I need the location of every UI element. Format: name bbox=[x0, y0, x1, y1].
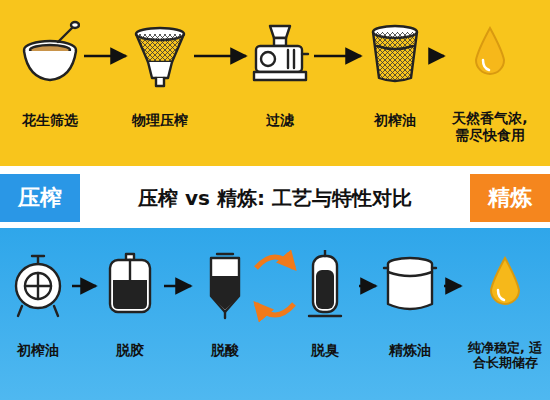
process-step: 初榨油 bbox=[364, 20, 426, 130]
step-label: 初榨油 bbox=[7, 342, 69, 360]
drop-icon bbox=[475, 250, 535, 322]
icon-part bbox=[32, 256, 44, 264]
bowl-icon bbox=[20, 20, 80, 92]
result-node: 天然香气浓, 需尽快食用 bbox=[447, 20, 533, 144]
step-label: 精炼油 bbox=[379, 342, 441, 360]
tag-text: 精炼 bbox=[488, 183, 532, 213]
column-icon bbox=[195, 250, 255, 322]
icon-part bbox=[224, 312, 226, 318]
icon-part bbox=[491, 258, 519, 304]
property-note: 纯净稳定, 适合长期储存 bbox=[464, 340, 546, 370]
icon-part bbox=[483, 60, 489, 70]
icon-part bbox=[476, 28, 504, 74]
cycle-arrow bbox=[256, 257, 294, 268]
icon-part bbox=[377, 46, 413, 49]
process-step: 脱臭 bbox=[294, 250, 356, 360]
result-node: 纯净稳定, 适合长期储存 bbox=[464, 250, 546, 370]
icon-part bbox=[384, 267, 436, 269]
icon-part bbox=[136, 34, 184, 62]
process-step: 脱胶 bbox=[99, 250, 161, 360]
step-label: 花生筛选 bbox=[19, 112, 81, 130]
tower-icon bbox=[295, 250, 355, 322]
flow-arrow bbox=[72, 285, 96, 288]
flow-arrow bbox=[164, 285, 191, 288]
step-label: 脱臭 bbox=[294, 342, 356, 360]
step-label: 脱胶 bbox=[99, 342, 161, 360]
icon-part bbox=[24, 51, 76, 80]
cup-icon bbox=[365, 20, 425, 92]
sieve-icon bbox=[130, 20, 190, 92]
icon-part bbox=[25, 273, 51, 299]
icon-part bbox=[302, 53, 308, 55]
icon-part bbox=[373, 32, 417, 81]
flow-arrow bbox=[314, 55, 361, 58]
icon-part bbox=[498, 290, 504, 300]
icon-part bbox=[256, 46, 302, 72]
icon-part bbox=[211, 258, 239, 312]
flow-arrow bbox=[194, 55, 246, 58]
property-note: 天然香气浓, 需尽快食用 bbox=[447, 110, 533, 144]
icon-part bbox=[309, 250, 341, 316]
process-step: 花生筛选 bbox=[19, 20, 81, 130]
icon-part bbox=[25, 273, 51, 299]
icon-part bbox=[316, 270, 334, 309]
icon-part bbox=[156, 78, 164, 86]
icon-part bbox=[261, 52, 275, 66]
process-step: 精炼油 bbox=[379, 250, 441, 360]
flow-arrow bbox=[84, 55, 126, 58]
icon-part bbox=[211, 276, 239, 310]
process-step: 初榨油 bbox=[7, 250, 69, 360]
icon-part bbox=[129, 260, 131, 280]
reactor-icon bbox=[100, 250, 160, 322]
icon-part bbox=[388, 264, 432, 309]
icon-part bbox=[16, 264, 60, 308]
icon-part bbox=[110, 260, 150, 312]
drop-icon bbox=[460, 20, 520, 92]
pot-icon bbox=[380, 250, 440, 322]
flow-arrow bbox=[444, 285, 461, 288]
section-tag: 精炼 bbox=[470, 174, 550, 222]
icon-part bbox=[288, 50, 294, 68]
icon-part bbox=[71, 22, 79, 28]
section-tag: 压榨 bbox=[0, 174, 80, 222]
process-step: 物理压榨 bbox=[129, 20, 191, 130]
icon-part bbox=[217, 253, 233, 255]
icon-part bbox=[113, 280, 147, 309]
step-label: 物理压榨 bbox=[129, 112, 191, 130]
flow-arrow bbox=[429, 55, 444, 58]
diagram-title: 压榨 vs 精炼: 工艺与特性对比 bbox=[80, 172, 470, 224]
step-label: 脱酸 bbox=[194, 342, 256, 360]
icon-part bbox=[254, 72, 306, 80]
icon-part bbox=[270, 26, 290, 38]
tank-icon bbox=[8, 250, 68, 322]
icon-part bbox=[148, 62, 172, 78]
flow-arrow bbox=[359, 285, 376, 288]
icon-part bbox=[313, 256, 337, 312]
step-label: 初榨油 bbox=[364, 112, 426, 130]
tag-text: 压榨 bbox=[18, 183, 62, 213]
press-icon bbox=[250, 20, 310, 92]
step-label: 过滤 bbox=[249, 112, 311, 130]
icon-part bbox=[58, 26, 74, 42]
icon-part bbox=[388, 272, 432, 276]
process-step: 过滤 bbox=[249, 20, 311, 130]
cycle-arrow bbox=[256, 304, 294, 315]
process-step: 脱酸 bbox=[194, 250, 256, 360]
